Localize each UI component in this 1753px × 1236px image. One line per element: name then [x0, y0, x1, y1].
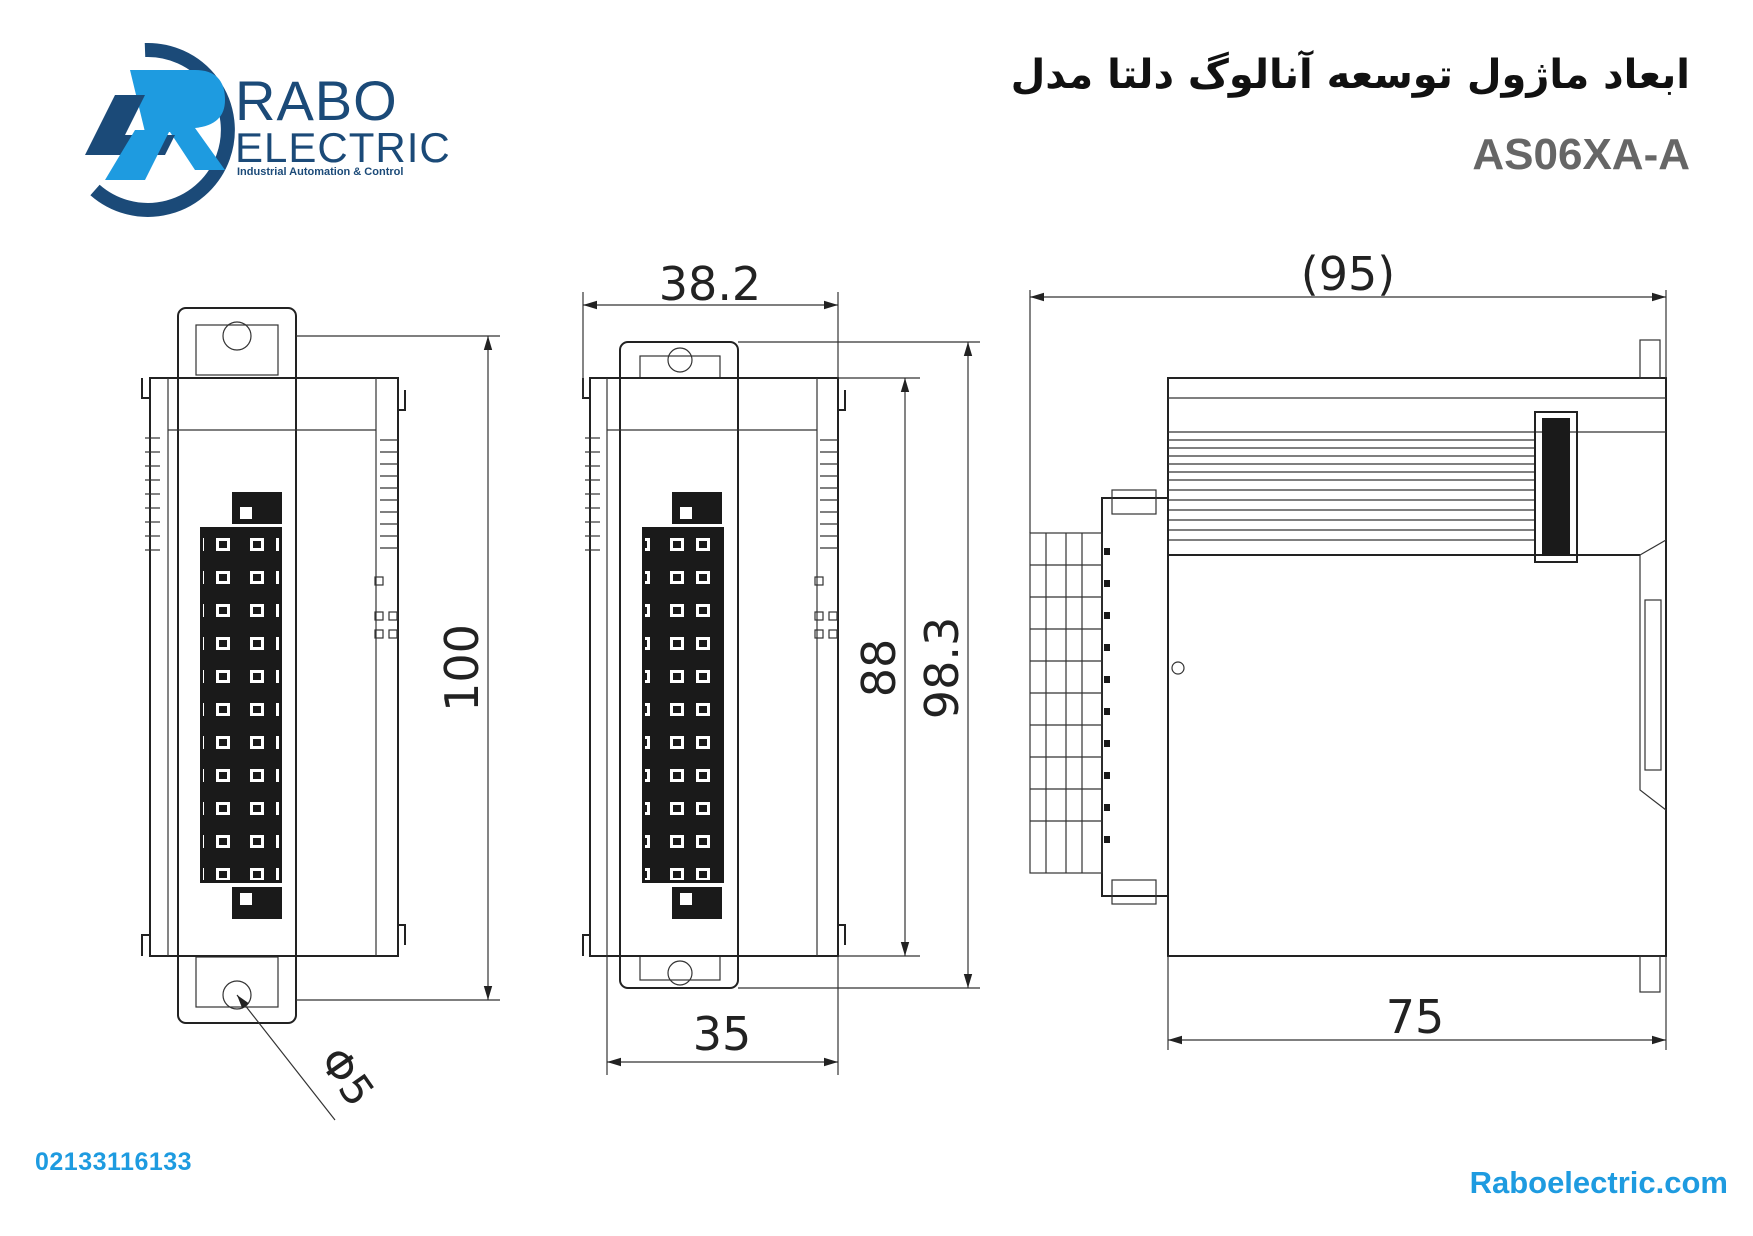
dim-label-100: 100	[435, 624, 489, 712]
dim-label-side-depth: (95)	[1301, 247, 1395, 301]
dim-label-side-body-depth: 75	[1386, 990, 1445, 1044]
logo-mark	[85, 42, 235, 217]
dim-label-overall-height: 98.3	[915, 617, 969, 719]
footer-website-link[interactable]: Raboelectric.com	[1469, 1165, 1728, 1200]
dim-label-bottom-width: 35	[693, 1007, 752, 1061]
front-view-center	[582, 341, 846, 989]
dim-label-top-width: 38.2	[659, 257, 761, 311]
model-number: AS06XA-A	[1472, 130, 1690, 179]
logo-word-rabo: RABO	[235, 69, 398, 132]
logo-tagline: Industrial Automation & Control	[237, 166, 404, 178]
side-view	[1029, 339, 1667, 993]
dim-label-body-height: 88	[852, 639, 906, 698]
footer-phone: 02133116133	[35, 1148, 193, 1176]
front-view-left	[141, 307, 406, 1024]
dim-label-hole: Φ5	[310, 1038, 384, 1115]
logo-word-electric: ELECTRIC	[235, 124, 451, 171]
company-logo: RABO ELECTRIC Industrial Automation & Co…	[75, 40, 450, 220]
page-title: ابعاد ماژول توسعه آنالوگ دلتا مدل	[1010, 52, 1690, 98]
